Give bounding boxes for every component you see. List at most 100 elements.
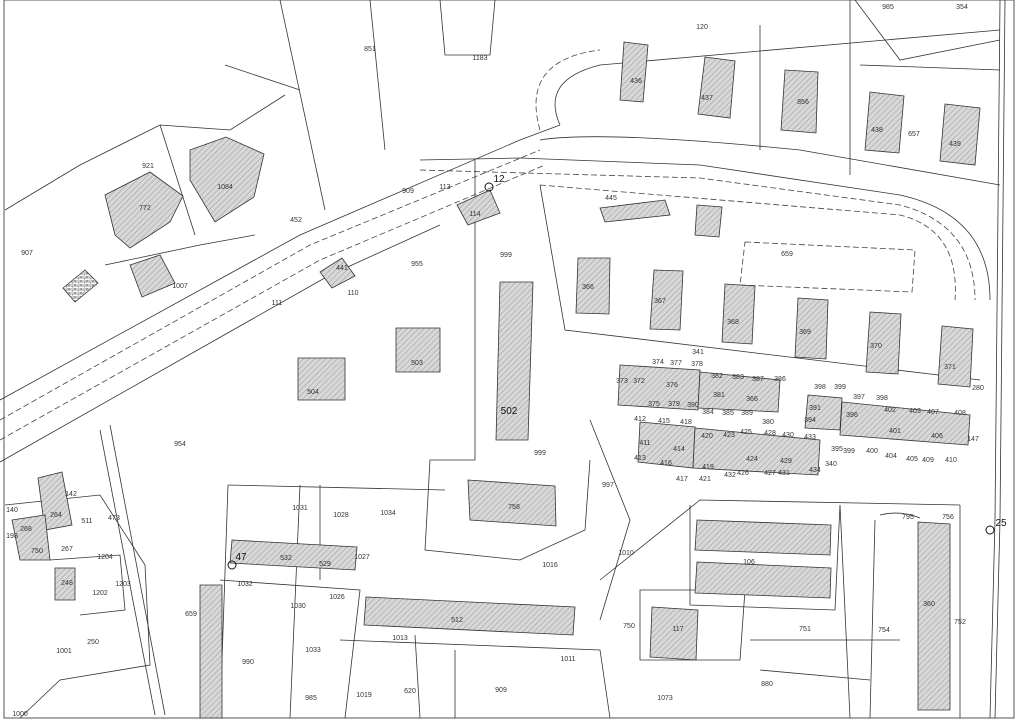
parcel-number: 366 <box>746 396 758 403</box>
parcel-number: 423 <box>723 432 735 439</box>
parcel-number: 390 <box>687 402 699 409</box>
parcel-number: 436 <box>630 78 642 85</box>
parcel-number: 106 <box>743 559 755 566</box>
parcel-number: 921 <box>142 163 154 170</box>
parcel-number: 880 <box>761 681 773 688</box>
parcel-number: 434 <box>809 467 821 474</box>
parcel-number: 371 <box>944 364 956 371</box>
survey-point-marker <box>227 560 237 570</box>
parcel-number: 142 <box>65 491 77 498</box>
parcel-number: 851 <box>364 46 376 53</box>
parcel-number: 419 <box>702 464 714 471</box>
parcel-number: 383 <box>732 374 744 381</box>
parcel-number: 381 <box>713 392 725 399</box>
parcel-number: 1027 <box>354 554 370 561</box>
parcel-number: 954 <box>174 441 186 448</box>
parcel-number: 397 <box>853 394 865 401</box>
parcel-number: 414 <box>673 446 685 453</box>
parcel-number: 417 <box>676 476 688 483</box>
parcel-number: 473 <box>108 515 120 522</box>
parcel-number: 147 <box>967 436 979 443</box>
parcel-number: 1073 <box>657 695 673 702</box>
parcel-number: 999 <box>500 252 512 259</box>
parcel-number: 117 <box>672 626 683 633</box>
parcel-number: 264 <box>50 512 62 519</box>
parcel-number: 111 <box>272 300 283 307</box>
parcel-number: 772 <box>139 205 151 212</box>
parcel-number: 403 <box>909 408 921 415</box>
survey-point-marker <box>985 525 995 535</box>
parcel-number: 385 <box>722 410 734 417</box>
parcel-number: 120 <box>696 24 708 31</box>
parcel-number: 354 <box>956 4 968 11</box>
parcel-number: 370 <box>870 343 882 350</box>
parcel-number: 511 <box>81 518 92 525</box>
parcel-number: 985 <box>882 4 894 11</box>
survey-point-label: 12 <box>493 174 505 185</box>
parcel-number: 425 <box>740 429 752 436</box>
parcel-number: 394 <box>804 417 816 424</box>
parcel-number: 532 <box>280 555 292 562</box>
parcel-number: 391 <box>809 405 821 412</box>
parcel-number: 360 <box>923 601 935 608</box>
parcel-number: 415 <box>658 418 670 425</box>
parcel-number: 399 <box>834 384 846 391</box>
highlighted-parcel-label: 502 <box>501 406 518 417</box>
parcel-number: 1084 <box>217 184 233 191</box>
parcel-number: 382 <box>711 373 723 380</box>
parcel-number: 1034 <box>380 510 396 517</box>
parcel-number: 420 <box>701 433 713 440</box>
parcel-number: 409 <box>922 457 934 464</box>
parcel-number: 1026 <box>329 594 345 601</box>
parcel-number: 424 <box>746 456 758 463</box>
parcel-number: 445 <box>605 195 617 202</box>
parcel-number: 412 <box>634 416 646 423</box>
parcel-number: 429 <box>780 458 792 465</box>
parcel-number: 1000 <box>12 711 28 718</box>
parcel-number: 795 <box>902 514 914 521</box>
parcel-number: 407 <box>927 409 939 416</box>
parcel-number: 433 <box>804 434 816 441</box>
parcel-number: 990 <box>242 659 254 666</box>
parcel-number: 659 <box>781 251 793 258</box>
parcel-number: 439 <box>949 141 961 148</box>
parcel-number: 250 <box>87 639 99 646</box>
parcel-number: 1031 <box>292 505 308 512</box>
parcel-number: 431 <box>778 470 790 477</box>
parcel-number: 752 <box>954 619 966 626</box>
parcel-number: 406 <box>931 433 943 440</box>
survey-points: 12 25 47 502 <box>227 174 1007 570</box>
parcel-number: 375 <box>648 401 660 408</box>
parcel-number: 408 <box>954 410 966 417</box>
parcel-number: 379 <box>668 401 680 408</box>
parcel-number: 529 <box>319 561 331 568</box>
parcel-number: 198 <box>6 533 18 540</box>
parcel-number: 395 <box>831 446 843 453</box>
parcel-number: 756 <box>942 514 954 521</box>
parcel-number: 438 <box>871 127 883 134</box>
parcel-number: 398 <box>876 395 888 402</box>
parcel-number: 418 <box>680 419 692 426</box>
parcel-number: 140 <box>6 507 18 514</box>
parcel-number: 404 <box>885 453 897 460</box>
parcel-number: 398 <box>814 384 826 391</box>
parcel-number: 426 <box>737 470 749 477</box>
parcel-number: 1203 <box>115 581 131 588</box>
parcel-number: 384 <box>702 409 714 416</box>
parcel-number: 421 <box>699 476 711 483</box>
parcel-number: 657 <box>908 131 920 138</box>
parcel-number: 1030 <box>290 603 306 610</box>
parcel-number: 909 <box>495 687 507 694</box>
parcel-number: 110 <box>347 290 358 297</box>
parcel-number: 503 <box>411 360 423 367</box>
parcel-number: 376 <box>666 382 678 389</box>
parcel-number: 368 <box>727 319 739 326</box>
parcel-number: 856 <box>797 99 809 106</box>
parcel-number: 411 <box>639 440 650 447</box>
parcel-number: 512 <box>451 617 463 624</box>
parcel-number: 427 <box>764 470 776 477</box>
parcel-number: 1001 <box>56 648 72 655</box>
parcel-number: 1016 <box>542 562 558 569</box>
